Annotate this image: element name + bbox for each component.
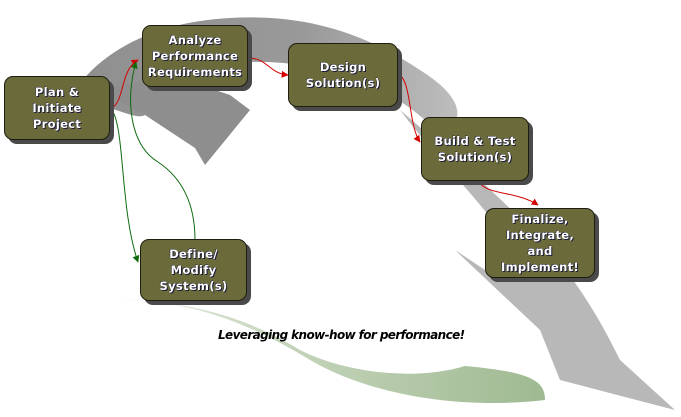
edge-analyze-to-design [247, 57, 289, 78]
node-finalize-integrate-implement: Finalize, Integrate, and Implement! [485, 208, 595, 278]
node-label: Analyze Performance Requirements [147, 33, 243, 79]
node-label: Design Solution(s) [305, 60, 381, 90]
node-label: Build & Test Solution(s) [434, 134, 516, 164]
node-define-modify-systems: Define/ Modify System(s) [140, 239, 247, 301]
edge-design-to-build [397, 73, 421, 143]
node-label: Plan & Initiate Project [32, 85, 82, 131]
node-label: Finalize, Integrate, and Implement! [501, 212, 579, 274]
gray-swoosh-wedge [100, 75, 250, 165]
node-build-test-solutions: Build & Test Solution(s) [421, 117, 529, 181]
node-label: Define/ Modify System(s) [159, 247, 228, 293]
node-design-solutions: Design Solution(s) [288, 43, 398, 107]
node-analyze-performance-requirements: Analyze Performance Requirements [142, 25, 248, 87]
green-swoosh [120, 300, 545, 404]
edge-define-to-analyze [130, 61, 196, 241]
gray-swoosh-top [70, 17, 458, 135]
tagline: Leveraging know-how for performance! [218, 328, 465, 342]
edge-plan-to-define [111, 109, 140, 263]
edge-build-to-finalize [477, 179, 539, 206]
node-plan-initiate-project: Plan & Initiate Project [4, 76, 110, 140]
